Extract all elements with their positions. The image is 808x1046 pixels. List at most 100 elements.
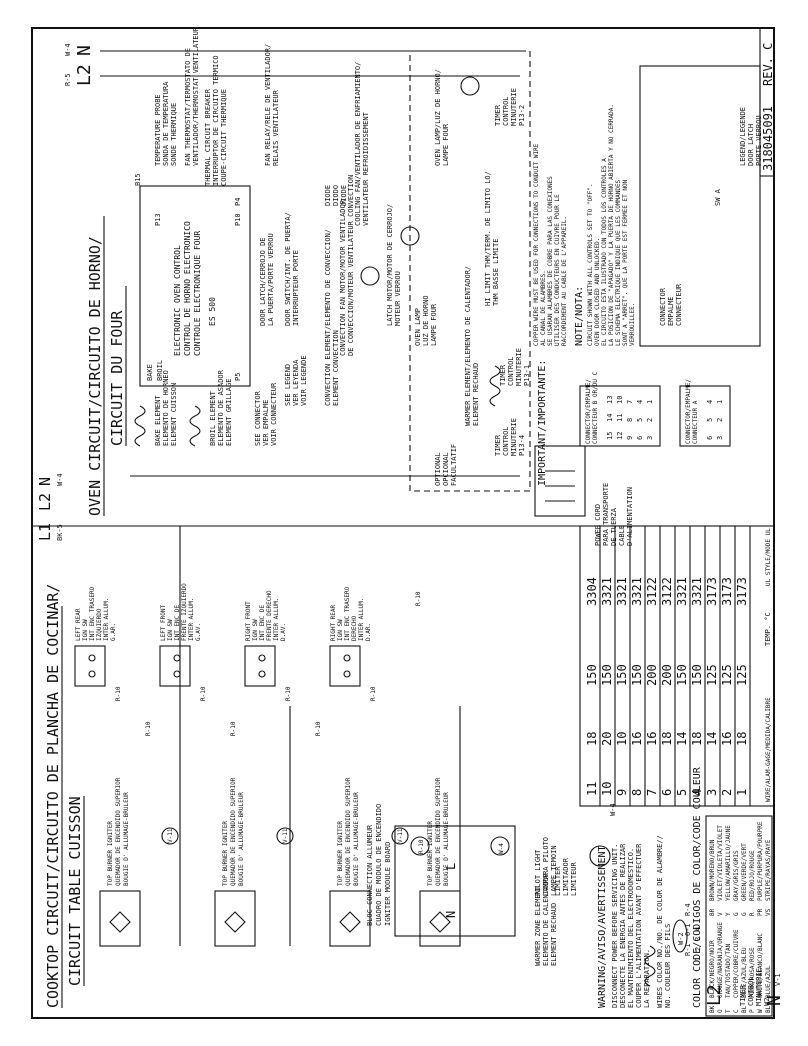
- svg-text:LEFT REAR: LEFT REAR: [75, 608, 82, 641]
- svg-text:RIGHT FRONT: RIGHT FRONT: [245, 601, 252, 641]
- svg-text:W2: W2: [763, 998, 771, 1006]
- svg-text:Y: Y: [725, 912, 732, 916]
- svg-text:DERECHO: DERECHO: [351, 615, 358, 641]
- svg-text:2: 2: [694, 947, 702, 951]
- svg-text:D'ALIMENTATION: D'ALIMENTATION: [626, 487, 634, 546]
- svg-text:R-4: R-4: [684, 903, 692, 916]
- igniter-4: TOP BURNER IGNITER QUEMADOR DE ENCENDIDO…: [419, 777, 461, 947]
- wire-table-cell: 6: [660, 789, 674, 796]
- svg-text:PR: PR: [757, 908, 764, 916]
- svg-text:IGN SW: IGN SW: [167, 619, 174, 641]
- wire-table-cell: 18: [660, 732, 674, 746]
- wire-table-cell: 3321: [630, 577, 644, 606]
- svg-text:MINUTERIE: MINUTERIE: [515, 348, 523, 386]
- wire-table-cell: 3173: [735, 577, 749, 606]
- oven-title-2: CIRCUIT DU FOUR: [108, 310, 126, 446]
- wire-table-cell: 8: [630, 789, 644, 796]
- wire-gauge-rows: 1118150330410201503321910150332181615033…: [585, 526, 751, 806]
- svg-text:BL: BL: [741, 1005, 748, 1013]
- wire-table-cell: 150: [690, 664, 704, 686]
- svg-text:PINK/ROSA/ROSE: PINK/ROSA/ROSE: [749, 947, 756, 998]
- see-connector: SEE CONNECTOR: [254, 390, 262, 446]
- svg-text:LEGEND/LEGENDE: LEGEND/LEGENDE: [739, 107, 747, 166]
- wire-table-cell: 18: [690, 732, 704, 746]
- color-code-title: COLOR CODE/CODIGOS DE COLOR/CODE COULEUR: [692, 766, 703, 1008]
- svg-text:DIODE: DIODE: [340, 185, 348, 206]
- svg-text:BK-5: BK-5: [56, 524, 64, 541]
- svg-text:RACCORDEMENT AU CABLE DE L'APP: RACCORDEMENT AU CABLE DE L'APPAREIL.: [561, 216, 568, 346]
- wire-table-cell: 16: [720, 732, 734, 746]
- wire-table-cell: 2: [720, 789, 734, 796]
- svg-text:CONTROL: CONTROL: [502, 96, 510, 126]
- svg-text:DESCONECTE LA ENERGIA ANTES DE: DESCONECTE LA ENERGIA ANTES DE REALIZAR: [619, 843, 627, 1008]
- svg-text:BL: BL: [765, 1005, 772, 1013]
- module-label: IGNITER MODULE BOARD: [384, 842, 392, 926]
- svg-text:RED/ROJO/ROUGE: RED/ROJO/ROUGE: [749, 850, 756, 901]
- burner-switch-right-rear: RIGHT REAR IGN SW INT ENC TRASERO DERECH…: [329, 586, 372, 687]
- connector-pin: 6: [636, 436, 644, 440]
- svg-text:V-11: V-11: [282, 828, 289, 843]
- wire-table-cell: 3122: [660, 577, 674, 606]
- title-block: [759, 27, 775, 177]
- thermal-breaker: THERMAL CIRCUIT BREAKER: [204, 88, 212, 186]
- svg-text:OVEN DOOR CLOSED AND UNLOCKED.: OVEN DOOR CLOSED AND UNLOCKED.: [594, 238, 601, 346]
- wire-table-cell: 125: [705, 664, 719, 686]
- igniter-module-board: [394, 825, 516, 937]
- svg-text:LA PUERTA/PORTE VERROU: LA PUERTA/PORTE VERROU: [267, 233, 275, 326]
- svg-text:LA REPARATION.: LA REPARATION.: [643, 949, 651, 1008]
- convection-motor: CONVECTION FAN MOTOR/MOTOR VENTILADOR: [339, 199, 347, 356]
- latch-motor: LATCH MOTOR/MOTOR DE CERROJO/: [386, 204, 394, 326]
- svg-text:LAMPE FOUR: LAMPE FOUR: [442, 123, 450, 166]
- svg-text:PURPLE/PURPURA/POURPRE: PURPLE/PURPURA/POURPRE: [757, 821, 764, 901]
- svg-text:R-10: R-10: [230, 721, 237, 736]
- oven-n: N: [74, 45, 95, 56]
- svg-text:QUEMADOR DE ENCENDIDO SUPERIOR: QUEMADOR DE ENCENDIDO SUPERIOR: [115, 777, 122, 886]
- svg-text:QUEMADOR DE ENCENDIDO SUPERIOR: QUEMADOR DE ENCENDIDO SUPERIOR: [230, 777, 237, 886]
- svg-text:BLUE/AZUL/BLEU: BLUE/AZUL/BLEU: [741, 947, 748, 998]
- convection-element: CONVECTION ELEMENT/ELEMENTO DE CONVECCIO…: [324, 229, 332, 406]
- svg-text:VOIR CONNECTEUR: VOIR CONNECTEUR: [270, 382, 278, 446]
- revision: REV. C: [761, 43, 775, 86]
- burner-switch-left-rear: LEFT REAR IGN SW INT ENC TRASERO IZQUIER…: [74, 586, 117, 687]
- oven-lamp-2: OVEN LAMP: [414, 308, 422, 346]
- svg-text:BROIL ELEMENT: BROIL ELEMENT: [209, 390, 217, 446]
- svg-text:VER LEYENDA: VER LEYENDA: [292, 359, 300, 406]
- svg-text:CONNECTEUR A: CONNECTEUR A: [692, 400, 699, 444]
- svg-text:ELEMENTO DE ASADOR: ELEMENTO DE ASADOR: [217, 369, 225, 446]
- svg-text:G.AR.: G.AR.: [110, 623, 117, 641]
- connector-pin: 5: [636, 418, 644, 422]
- svg-text:P13-1: P13-1: [523, 365, 531, 386]
- wire-table-cell: 150: [675, 664, 689, 686]
- svg-text:IGN SW: IGN SW: [82, 619, 89, 641]
- warmer-element: WARMER ELEMENT/ELEMENTO DE CALENTADOR/: [464, 266, 472, 426]
- svg-text:INTER ALLUM.: INTER ALLUM.: [103, 598, 110, 641]
- svg-text:QUEMADOR DE ENCENDIDO SUPERIOR: QUEMADOR DE ENCENDIDO SUPERIOR: [435, 777, 442, 886]
- svg-text:BLACK/NEGRO/NOIR: BLACK/NEGRO/NOIR: [709, 940, 716, 998]
- svg-text:VS: VS: [765, 908, 772, 916]
- svg-text:DE CONVECCION/MOTEUR VENTILATE: DE CONVECCION/MOTEUR VENTILATEUR CONVECT…: [347, 175, 355, 356]
- timer-label: TIMER: [739, 984, 747, 1006]
- timer-b: TIMER: [494, 104, 502, 126]
- fan-thermostat: FAN THERMOSTAT/TERMOSTATO DE: [184, 48, 192, 166]
- cooling-fan: COOLING FAN/VENTILADOR DE ENFRIAMIENTO/: [354, 62, 362, 226]
- svg-text:W-4: W-4: [609, 803, 617, 816]
- connector-pin: 2: [716, 418, 724, 422]
- svg-text:P13: P13: [154, 213, 162, 226]
- svg-text:P5: P5: [234, 373, 242, 381]
- svg-text:INT ENC DE: INT ENC DE: [174, 604, 181, 641]
- svg-text:BOUGIE D' ALLUMAGE-BRULEUR: BOUGIE D' ALLUMAGE-BRULEUR: [353, 792, 360, 886]
- svg-text:O-1: O-1: [684, 923, 692, 936]
- wire-table-cell: 10: [600, 782, 614, 796]
- bake-element: BAKE ELEMENT ELEMENTO DE HORNEO ELEMENT …: [134, 370, 178, 447]
- svg-text:STRIPE/RAYAS/RAYE: STRIPE/RAYAS/RAYE: [765, 839, 772, 901]
- connector-pin: 14: [606, 414, 614, 422]
- broil-element: BROIL ELEMENT ELEMENTO DE ASADOR ELEMENT…: [189, 369, 233, 447]
- svg-text:INTERRUPTEUR PORTE: INTERRUPTEUR PORTE: [292, 250, 300, 326]
- wire-table-cell: 3321: [615, 577, 629, 606]
- svg-text:W-2: W-2: [677, 932, 685, 945]
- svg-text:CONTROL: CONTROL: [507, 356, 515, 386]
- svg-text:ELEMENTO DE HORNEO: ELEMENTO DE HORNEO: [162, 370, 170, 446]
- timer-c: TIMER: [499, 364, 507, 386]
- oven-lamp-icon: [460, 76, 480, 96]
- svg-text:WIRE/ALAM-GAGE/MEDIDA/CALIBRE: WIRE/ALAM-GAGE/MEDIDA/CALIBRE: [765, 697, 772, 802]
